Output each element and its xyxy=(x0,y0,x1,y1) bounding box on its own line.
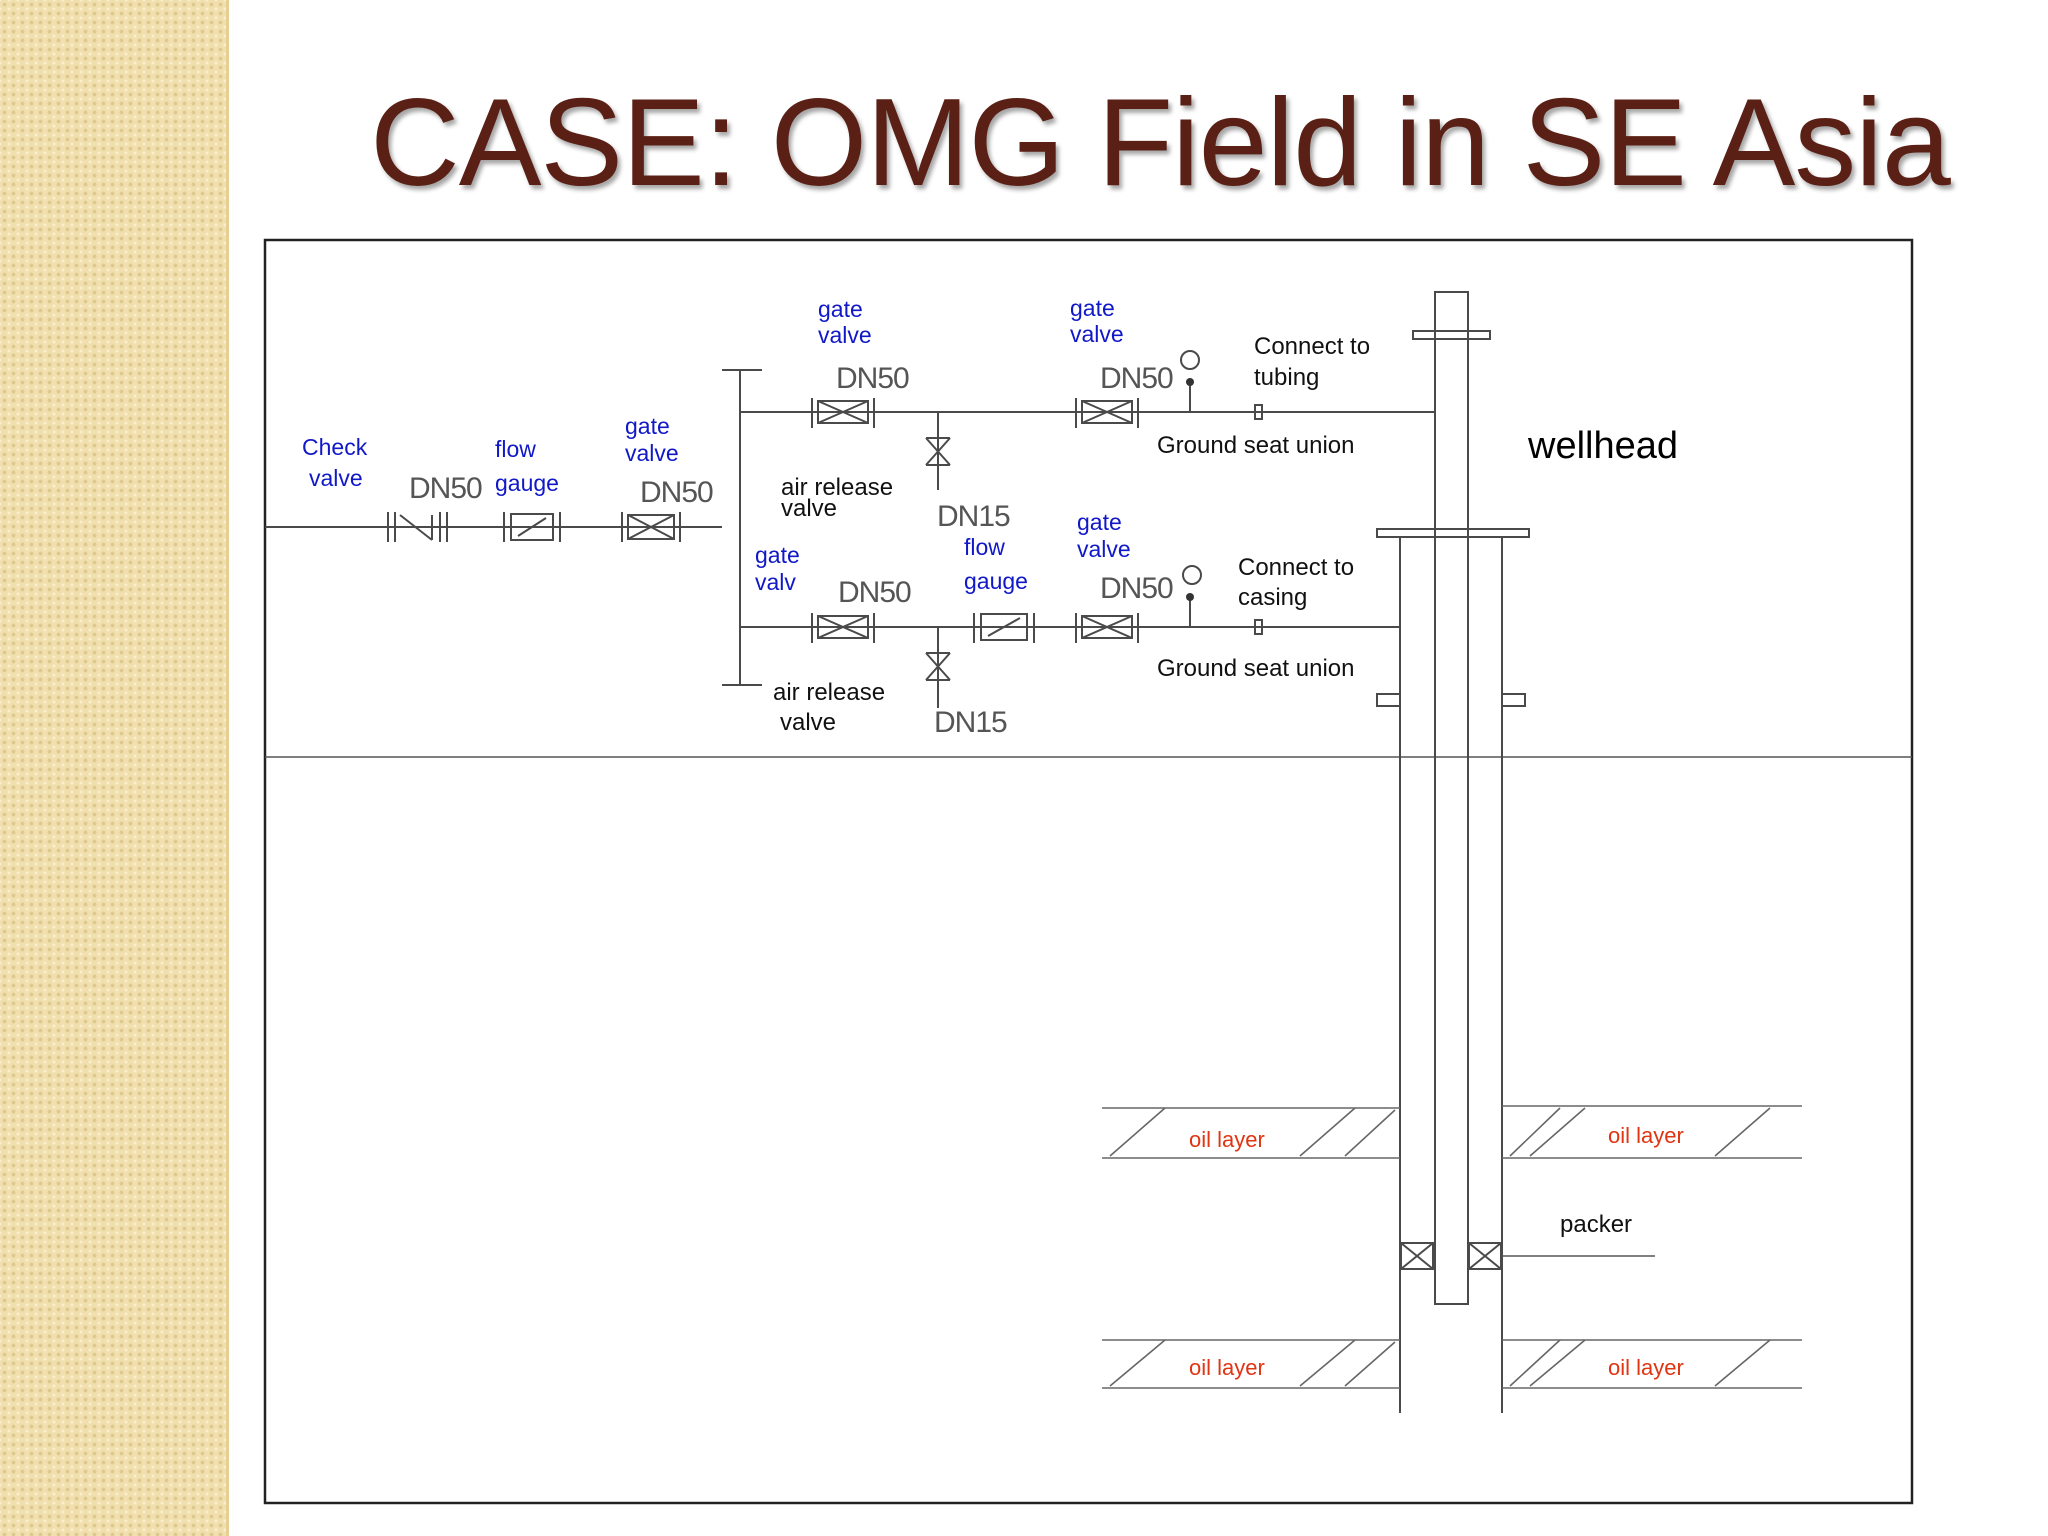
slide-title: CASE: OMG Field in SE Asia xyxy=(370,74,1951,212)
casing-gate-valve-2-label-2: valve xyxy=(1077,536,1131,562)
casing-gate-valve-2-label: gate xyxy=(1077,509,1122,535)
casing-ground-seat-union-label: Ground seat union xyxy=(1157,655,1354,682)
casing-gate-valve-1-label: gate xyxy=(755,542,800,568)
packer-symbol xyxy=(1400,1242,1655,1270)
tubing-ground-seat-union-label: Ground seat union xyxy=(1157,432,1354,459)
oil-layer-lower-left: oil layer xyxy=(1102,1339,1400,1389)
decorative-side-strip xyxy=(0,0,229,1536)
oil-layer-label: oil layer xyxy=(1189,1127,1265,1152)
diagram-frame xyxy=(263,238,1914,1505)
inlet-line: Check valve DN50 flow gauge gate valve D… xyxy=(265,413,722,542)
casing-gate-valve-2-size: DN50 xyxy=(1100,572,1173,605)
tubing-gate-valve-1-label-2: valve xyxy=(818,322,872,348)
check-valve-label-2: valve xyxy=(309,465,363,491)
check-valve-symbol xyxy=(387,512,448,542)
flow-gauge-label: flow xyxy=(495,436,536,462)
gate-valve-label-2: valve xyxy=(625,440,679,466)
connect-to-tubing-label-2: tubing xyxy=(1254,364,1319,391)
tubing-air-release-size: DN15 xyxy=(937,500,1010,533)
casing-air-release-size: DN15 xyxy=(934,706,1007,739)
gate-valve-label: gate xyxy=(625,413,670,439)
check-valve-label: Check xyxy=(302,434,368,460)
tubing-gate-valve-2-label: gate xyxy=(1070,295,1115,321)
wellhead-assembly: wellhead packer xyxy=(1376,291,1678,1413)
oil-layer-label: oil layer xyxy=(1608,1355,1684,1380)
tubing-branch: gate valve DN50 air release valve DN15 g… xyxy=(740,295,1435,533)
casing-flow-gauge-label-2: gauge xyxy=(964,568,1028,594)
connect-to-tubing-label: Connect to xyxy=(1254,333,1370,360)
casing-flow-gauge-label: flow xyxy=(964,534,1005,560)
packer-label: packer xyxy=(1560,1211,1632,1238)
tubing-gate-valve-2-label-2: valve xyxy=(1070,321,1124,347)
tubing-gate-valve-2-size: DN50 xyxy=(1100,362,1173,395)
casing-gate-valve-1-label-2: valv xyxy=(755,569,796,595)
oil-layer-upper-right: oil layer xyxy=(1502,1105,1802,1159)
check-valve-size: DN50 xyxy=(409,472,482,505)
tubing-air-release-label: air release xyxy=(781,474,893,501)
casing-air-release-label-2: valve xyxy=(780,709,836,736)
casing-gate-valve-1-size: DN50 xyxy=(838,576,911,609)
oil-layer-label: oil layer xyxy=(1189,1355,1265,1380)
connect-to-casing-label: Connect to xyxy=(1238,554,1354,581)
gate-valve-symbol xyxy=(621,512,681,542)
flow-gauge-label-2: gauge xyxy=(495,470,559,496)
tubing-gate-valve-1-label: gate xyxy=(818,296,863,322)
gate-valve-size: DN50 xyxy=(640,476,713,509)
oil-layer-label: oil layer xyxy=(1608,1123,1684,1148)
casing-branch: gate valv DN50 flow gauge DN15 gate valv… xyxy=(740,509,1400,739)
oil-layer-lower-right: oil layer xyxy=(1502,1339,1802,1389)
connect-to-casing-label-2: casing xyxy=(1238,584,1307,611)
oil-layer-upper-left: oil layer xyxy=(1102,1107,1400,1159)
tubing-gate-valve-1-size: DN50 xyxy=(836,362,909,395)
wellhead-label: wellhead xyxy=(1527,425,1678,467)
casing-air-release-label: air release xyxy=(773,679,885,706)
tubing-air-release-label-2: valve xyxy=(781,495,837,522)
flow-gauge-symbol xyxy=(503,512,561,542)
